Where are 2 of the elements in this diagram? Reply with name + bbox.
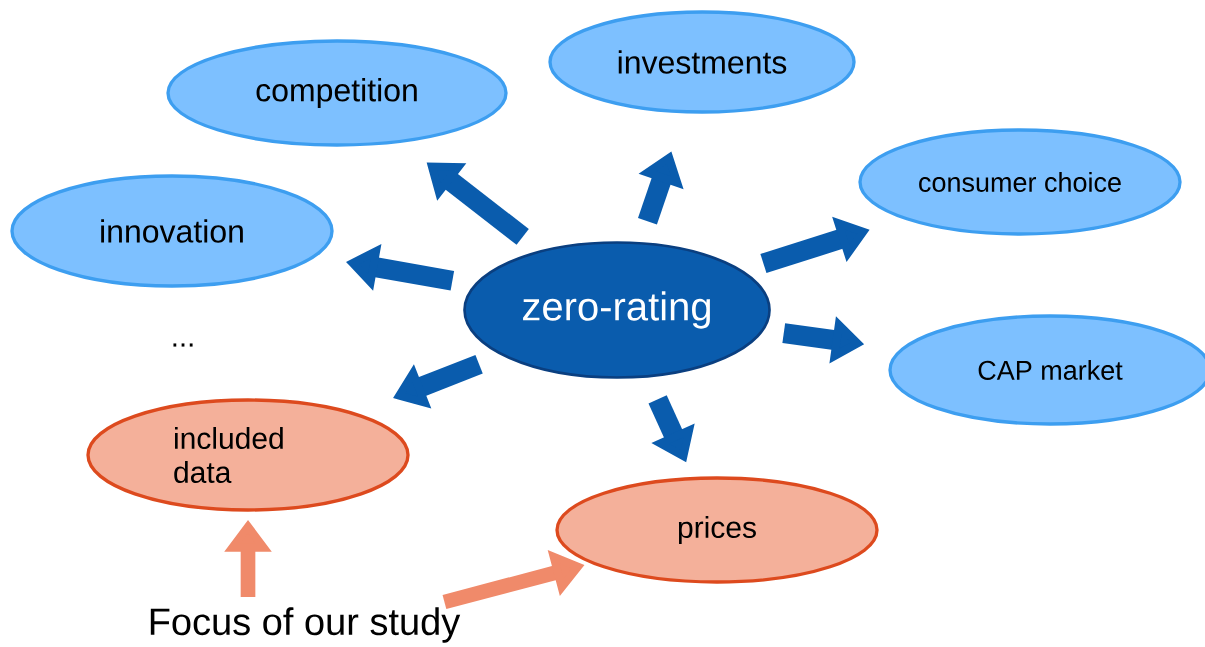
ellipsis-text: ... — [173, 343, 193, 347]
focus-text: Focus of our study — [150, 607, 461, 643]
